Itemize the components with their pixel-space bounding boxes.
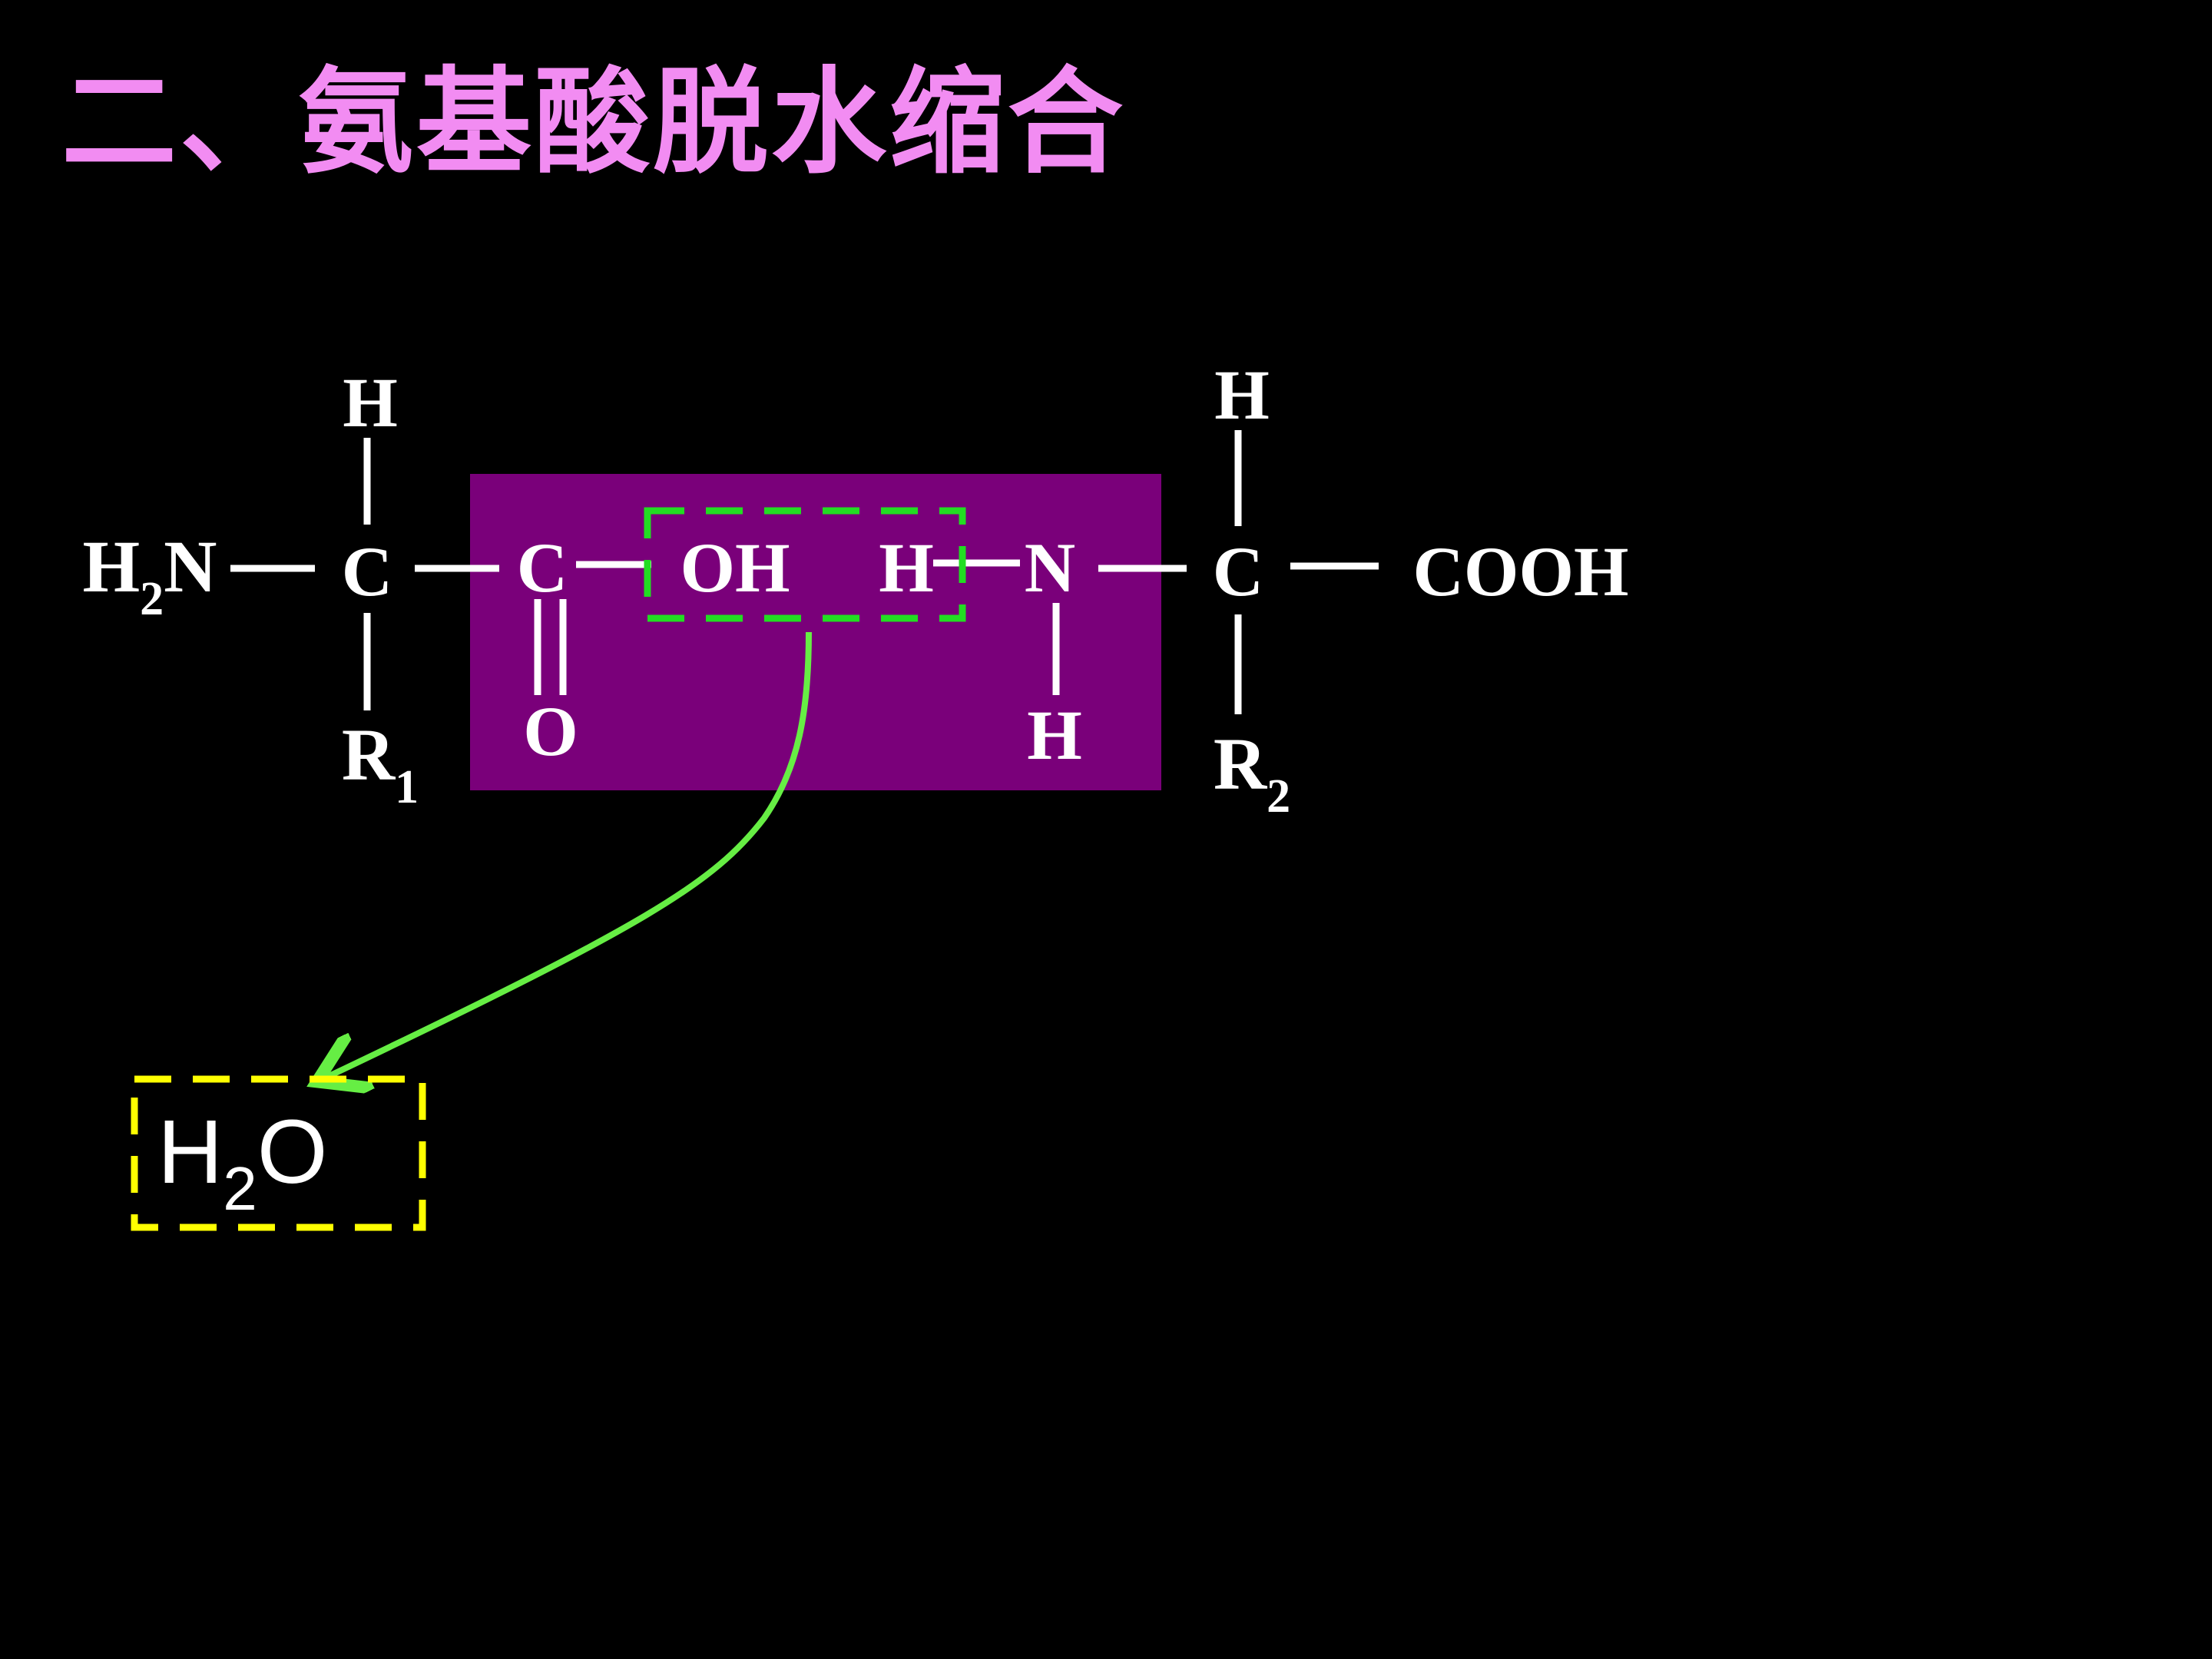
bond-lines: [230, 430, 1379, 714]
carboxyl-label: COOH: [1412, 532, 1628, 611]
h-top-2-label: H: [1214, 356, 1270, 434]
hydroxyl-label: OH: [680, 528, 790, 607]
peptide-bond-box: [470, 474, 1161, 790]
water-product-label: H2O: [157, 1101, 328, 1223]
amine-h-bottom-label: H: [1027, 696, 1082, 774]
carbonyl-carbon-label: C: [517, 528, 568, 607]
r-group-2-label: R2: [1214, 723, 1290, 823]
water-removal-highlight: [644, 507, 966, 622]
water-product-box: [131, 1075, 426, 1231]
r-group-1-label: R1: [342, 714, 419, 813]
carbonyl-oxygen-label: O: [523, 692, 578, 770]
curved-arrow: [323, 631, 812, 1079]
amine-h-label: H: [879, 528, 934, 607]
alpha-carbon-2-label: C: [1213, 532, 1263, 611]
h-top-1-label: H: [343, 363, 398, 442]
slide-title: 二、氨基酸脱水缩合: [61, 56, 1127, 190]
amine-n-label: N: [1025, 528, 1075, 607]
amino-group-label: H2N: [83, 525, 217, 625]
alpha-carbon-1-label: C: [342, 532, 392, 611]
